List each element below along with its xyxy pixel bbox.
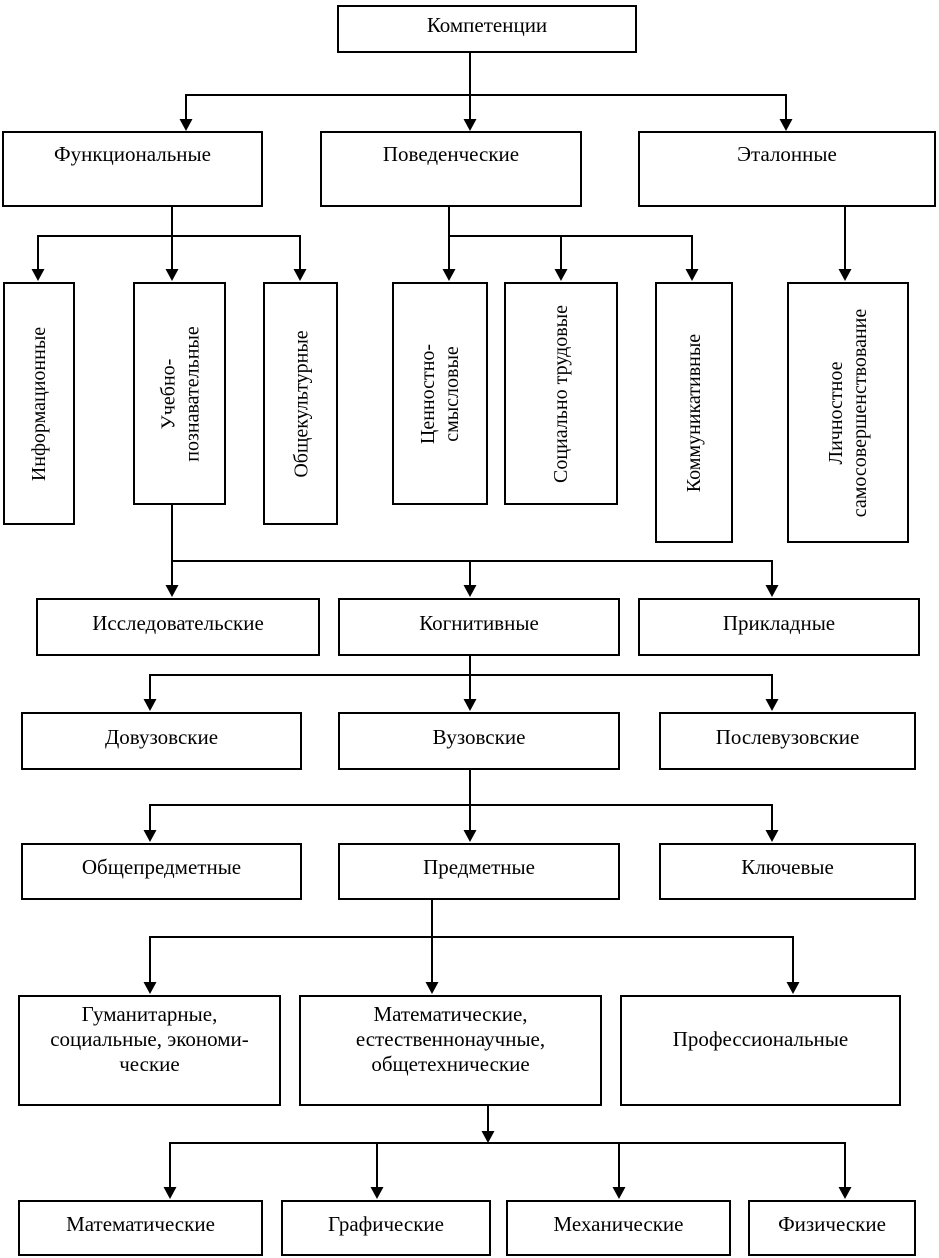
node-value-semantic-label: Ценностно- смысловые	[417, 343, 463, 444]
node-personal-improvement-label: Личностное самосовершенствование	[825, 308, 871, 517]
connector-behavioral-children	[442, 207, 699, 281]
node-university: Вузовские	[338, 712, 620, 770]
node-physical: Физические	[748, 1200, 916, 1256]
connector-university-to-level6	[143, 770, 779, 842]
node-functional: Функциональные	[2, 131, 263, 207]
connector-functional-children	[31, 207, 307, 281]
node-social-labor-label: Социально трудовые	[550, 304, 572, 483]
node-key: Ключевые	[659, 843, 916, 900]
node-general-subject: Общепредметные	[21, 843, 302, 900]
node-reference: Эталонные	[638, 131, 936, 207]
node-research: Исследовательские	[36, 598, 320, 656]
node-subject: Предметные	[338, 843, 620, 900]
node-graphical: Графические	[281, 1200, 491, 1256]
node-informational-label: Информационные	[28, 326, 50, 481]
node-general-cultural: Общекультурные	[263, 282, 338, 525]
connector-cognitive-to-level5	[143, 656, 779, 711]
node-general-cultural-label: Общекультурные	[289, 329, 312, 478]
node-value-semantic: Ценностно- смысловые	[392, 282, 488, 505]
connector-edu-to-level4	[165, 505, 779, 597]
node-informational: Информационные	[3, 282, 75, 525]
node-competencies: Компетенции	[337, 5, 637, 53]
node-math-natural-technical: Математические, естественнонаучные, обще…	[299, 995, 602, 1106]
node-cognitive: Когнитивные	[338, 598, 620, 656]
node-edu-cognitive-label: Учебно- познавательные	[156, 325, 203, 462]
node-applied: Прикладные	[638, 598, 920, 656]
connector-reference-child	[838, 207, 852, 281]
node-communicative-label: Коммуникативные	[683, 333, 705, 492]
node-mechanical: Механические	[506, 1200, 731, 1256]
connector-subject-to-level7	[143, 900, 800, 994]
node-mathematical: Математические	[18, 1200, 263, 1256]
connector-mathnat-to-level8	[163, 1106, 852, 1199]
node-humanitarian-social-economic: Гуманитарные, социальные, экономи- чески…	[18, 995, 281, 1106]
node-personal-improvement: Личностное самосовершенствование	[787, 282, 909, 543]
connector-root-to-level2	[179, 53, 793, 131]
node-social-labor: Социально трудовые	[504, 282, 618, 505]
node-edu-cognitive: Учебно- познавательные	[133, 282, 226, 505]
node-post-university: Послевузовские	[659, 712, 916, 770]
node-behavioral: Поведенческие	[320, 131, 582, 207]
node-pre-university: Довузовские	[21, 712, 302, 770]
node-communicative: Коммуникативные	[655, 282, 733, 543]
node-professional: Профессиональные	[620, 995, 901, 1106]
